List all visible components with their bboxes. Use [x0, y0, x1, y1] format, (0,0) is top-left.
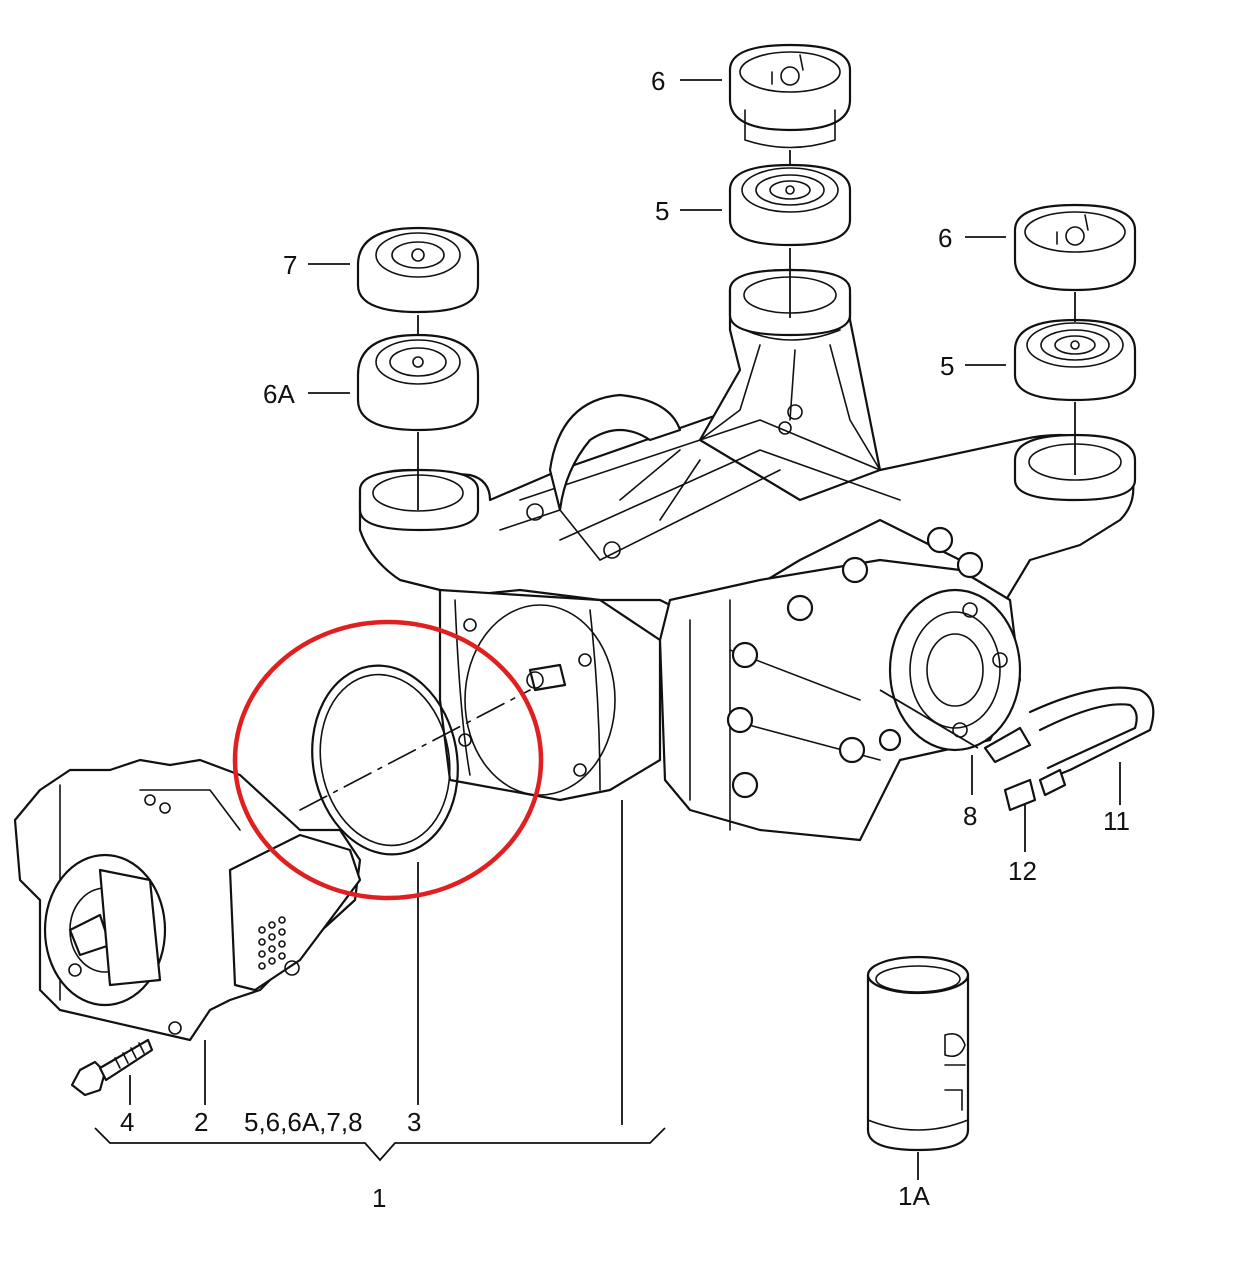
connector-pins: [258, 916, 286, 970]
front-drive-unit: [13, 758, 362, 1042]
label-4: 4: [120, 1107, 134, 1137]
label-5-top: 5: [655, 196, 669, 226]
label-1: 1: [372, 1183, 386, 1213]
mount-5-top: [728, 163, 852, 247]
label-group-5-6-6A-7-8: 5,6,6A,7,8: [244, 1107, 363, 1137]
o-ring-3: [311, 664, 459, 856]
label-2: 2: [194, 1107, 208, 1137]
callout-labels: 6 5 7 6A 6 5 8 11 12 4 2 5,6,6A,7,8 3 1 …: [120, 66, 1130, 1213]
mount-socket-left: [358, 468, 480, 532]
label-12: 12: [1008, 856, 1037, 886]
group-bracket-1: [94, 1127, 666, 1162]
mount-6-right: [1013, 203, 1137, 292]
label-11: 11: [1103, 806, 1130, 836]
leader-lines: [129, 79, 1121, 1180]
bolt-4: [70, 1038, 154, 1097]
label-3: 3: [407, 1107, 421, 1137]
label-1A: 1A: [898, 1181, 930, 1211]
highlight-circle: [232, 619, 544, 901]
filter-cartridge-1A: [866, 955, 970, 1152]
label-6-right: 6: [938, 223, 952, 253]
label-6-top: 6: [651, 66, 665, 96]
label-7: 7: [283, 250, 297, 280]
mount-5-right: [1013, 318, 1137, 402]
mount-6A-left: [356, 333, 480, 432]
label-8: 8: [963, 801, 977, 831]
assembly-axis-lines: [417, 150, 1076, 510]
label-5-right: 5: [940, 351, 954, 381]
label-6A: 6A: [263, 379, 295, 409]
breather-hose: [983, 686, 1155, 812]
mount-6-top: [728, 43, 852, 149]
mount-7-left: [356, 226, 480, 314]
drive-centerline: [299, 689, 531, 811]
